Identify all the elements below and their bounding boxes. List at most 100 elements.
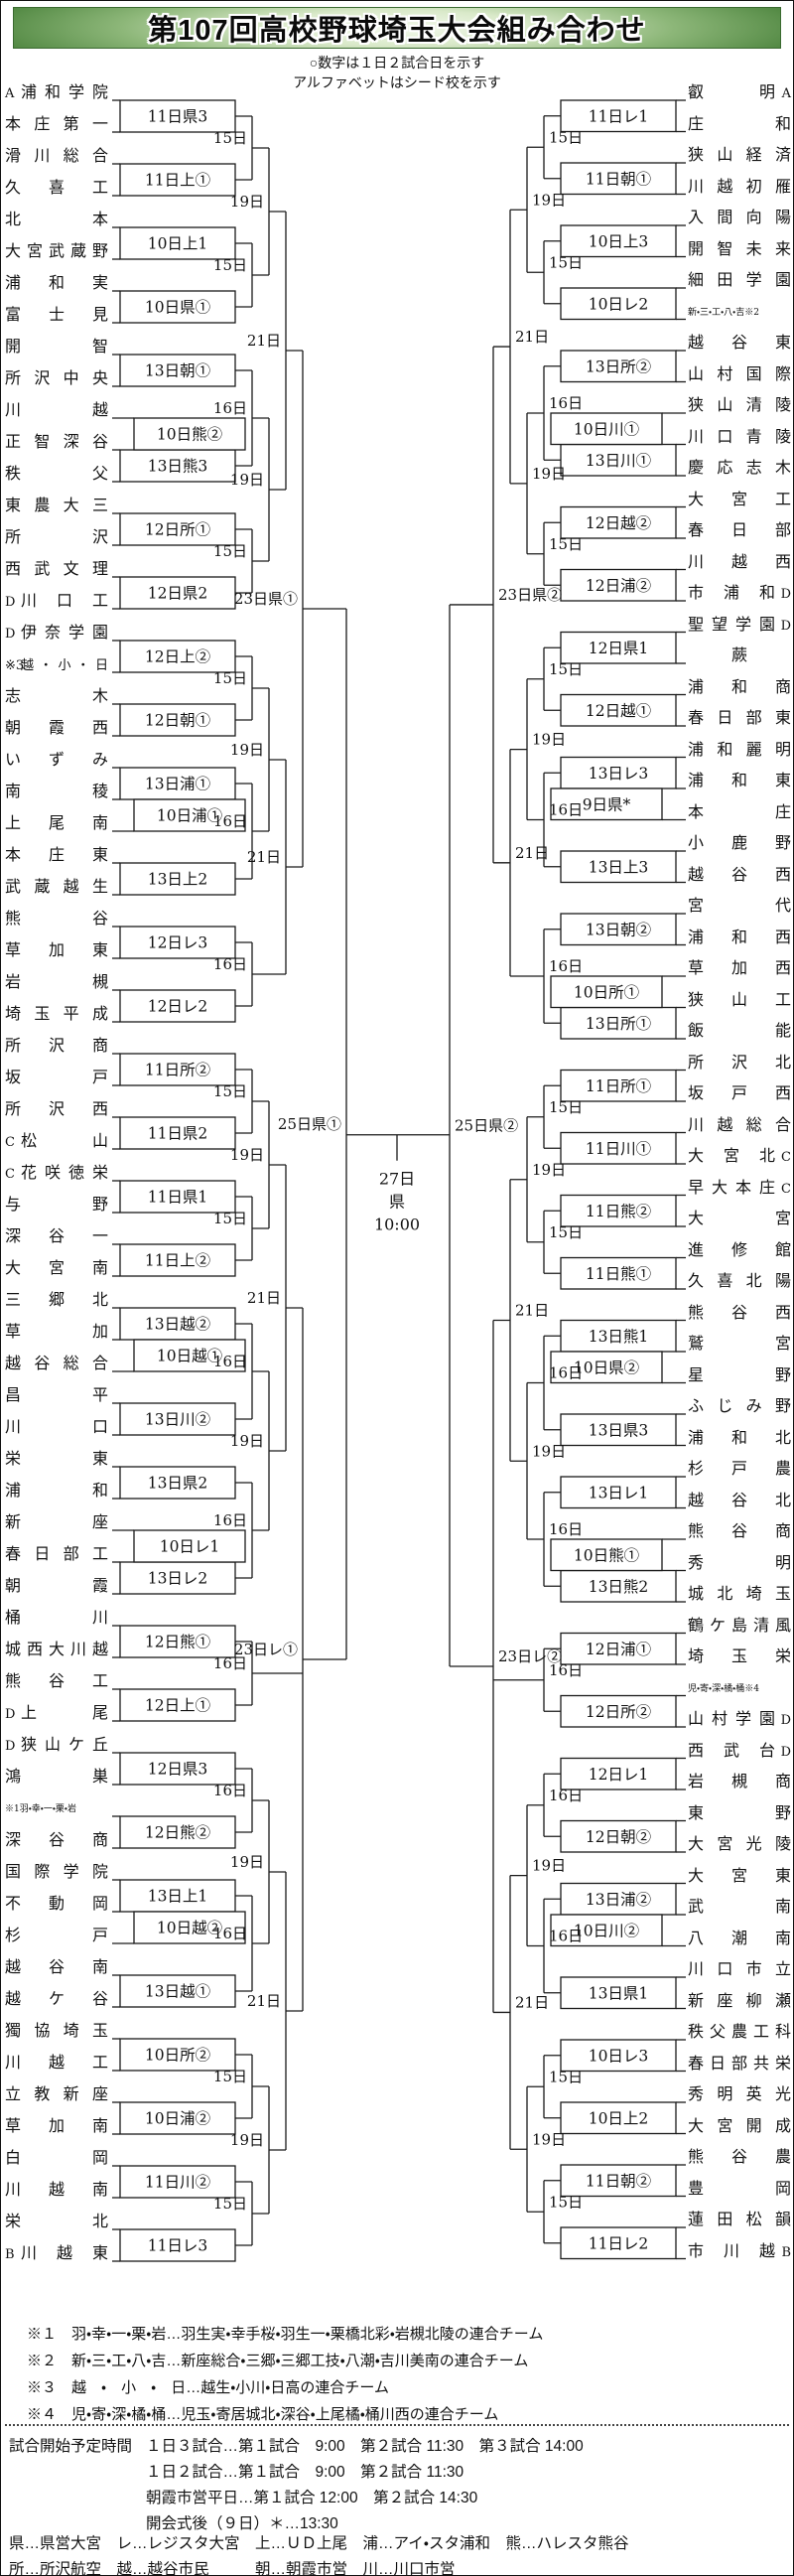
team-name: 与野 <box>5 1195 108 1214</box>
team-name: 秩父農工科 <box>688 2022 791 2041</box>
team-row: 栄北 <box>5 2212 108 2229</box>
round-date-label: 21日 <box>515 844 549 862</box>
team-name: 浦和商 <box>688 676 791 696</box>
match-box <box>560 2039 677 2073</box>
team-name: 草加東 <box>5 940 108 959</box>
round-date-label: 21日 <box>247 1992 281 2010</box>
team-row: 宮代 <box>688 896 791 914</box>
team-name: 小鹿野 <box>688 833 791 852</box>
team-row: 武南 <box>688 1897 791 1915</box>
team-name: 上尾 <box>21 1703 108 1722</box>
match-box <box>119 1815 236 1849</box>
combined-team-notes: ※１ 羽・幸・一・栗・岩…羽生実・幸手桜・羽生一・栗橋北彩・岩槻北陵の連合チーム… <box>27 2323 781 2430</box>
team-row: 栄東 <box>5 1449 108 1467</box>
round-date-label: 15日 <box>549 2068 583 2085</box>
team-row: 秀明 <box>688 1553 791 1571</box>
match-label: 13日レ2 <box>148 1570 208 1588</box>
team-name: 浦和西 <box>688 927 791 946</box>
round-date-label: 16日 <box>213 399 247 417</box>
match-label: 12日県2 <box>148 585 208 603</box>
match-box <box>119 1879 236 1913</box>
match-label: 10日浦② <box>145 2110 210 2128</box>
team-row: 大宮工 <box>688 490 791 507</box>
match-label: 12日朝① <box>145 712 210 730</box>
team-name: 山村学園 <box>688 1709 775 1728</box>
team-name: 川口工 <box>21 591 108 610</box>
match-label: 13日熊1 <box>589 1328 649 1346</box>
team-name: 川越工 <box>5 2053 108 2072</box>
match-box <box>560 1194 677 1227</box>
team-name: 新座 <box>5 1512 108 1531</box>
round-date-label: 16日 <box>213 812 247 830</box>
match-label: 11日川② <box>145 2174 210 2192</box>
team-row: 本庄東 <box>5 845 108 863</box>
match-label: 12日熊① <box>145 1634 210 1651</box>
match-box <box>119 2101 236 2135</box>
match-box <box>119 163 236 197</box>
match-box <box>560 2226 677 2260</box>
team-row: 埼玉平成 <box>5 1004 108 1022</box>
team-name: 昌平 <box>5 1385 108 1404</box>
team-row: 武蔵越生 <box>5 877 108 895</box>
match-box <box>119 1625 236 1658</box>
team-row: ※1羽・幸・一・栗・岩 <box>5 1798 108 1816</box>
match-box <box>560 693 677 727</box>
round-date-label: 19日 <box>532 1442 566 1460</box>
team-name: 入間向陽 <box>688 208 791 226</box>
match-box-nested <box>133 1339 246 1372</box>
team-name: 越谷南 <box>5 1957 108 1976</box>
schedule-row: １日２試合…第１試合 9:00 第２試合 11:30 <box>9 2460 787 2482</box>
match-box <box>560 1006 677 1040</box>
team-name: 西武台 <box>688 1740 775 1760</box>
team-name: 埼玉栄 <box>688 1646 791 1665</box>
team-row: 西武文理 <box>5 559 108 577</box>
match-box <box>119 512 236 546</box>
team-row: 与野 <box>5 1195 108 1213</box>
team-row: 飯能 <box>688 1021 791 1039</box>
team-name: 蕨 <box>730 645 747 664</box>
round-date-label: 15日 <box>549 660 583 678</box>
seed-letter: D <box>5 1739 16 1754</box>
team-row: 坂戸西 <box>688 1083 791 1101</box>
seed-letter: A <box>781 86 791 101</box>
round-date-label: 15日 <box>549 2193 583 2211</box>
team-row: 上尾南 <box>5 813 108 831</box>
match-box <box>119 1053 236 1086</box>
team-row: 鷲宮 <box>688 1334 791 1352</box>
team-name: 市浦和 <box>688 583 775 602</box>
team-name: 慶応志木 <box>688 458 791 477</box>
team-name: 飯能 <box>688 1021 791 1040</box>
team-row: 熊谷工 <box>5 1671 108 1689</box>
round-date-label: 15日 <box>549 128 583 146</box>
final-time-label: 10:00 <box>374 1216 420 1234</box>
team-name: 浦和実 <box>5 273 108 292</box>
match-box-nested <box>550 1538 663 1572</box>
match-label: 11日レ2 <box>589 2234 649 2252</box>
team-name: 武蔵越生 <box>5 877 108 896</box>
team-name: 大宮南 <box>5 1258 108 1277</box>
schedule-times: 朝霞市営平日…第１試合 12:00 第２試合 14:30 <box>146 2490 478 2506</box>
team-row: 蓮田松韻 <box>688 2210 791 2227</box>
team-row: 正智深谷 <box>5 432 108 450</box>
team-row: 城北埼玉 <box>688 1584 791 1602</box>
seed-letter: A <box>5 86 15 101</box>
match-label: 12日レ3 <box>148 934 208 952</box>
team-name: 新・三・工・八・吉※2 <box>688 307 759 318</box>
round-date-label: 21日 <box>515 328 549 346</box>
team-name: 所沢 <box>5 527 108 546</box>
team-name: 埼玉平成 <box>5 1004 108 1023</box>
team-row: 草加東 <box>5 940 108 958</box>
team-name: 北本 <box>5 210 108 228</box>
match-label: 10日所② <box>145 2047 210 2065</box>
team-row: 国際学院 <box>5 1862 108 1880</box>
team-row: 浦和商 <box>688 677 791 695</box>
match-box <box>560 505 677 539</box>
seed-letter: ※3 <box>5 658 25 673</box>
team-name: 蓮田松韻 <box>688 2210 791 2228</box>
match-box <box>119 1180 236 1214</box>
team-name: 川越東 <box>21 2243 108 2262</box>
